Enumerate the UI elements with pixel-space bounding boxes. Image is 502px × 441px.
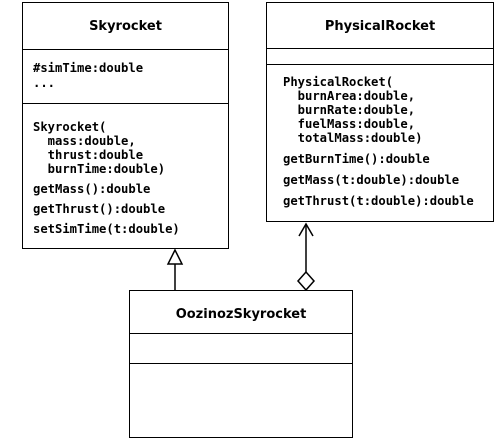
method-constructor-param-totalmass: totalMass:double) bbox=[283, 131, 423, 145]
method-getthrust: getThrust(t:double):double bbox=[283, 194, 474, 208]
method-getmass: getMass():double bbox=[33, 182, 151, 196]
method-getmass: getMass(t:double):double bbox=[283, 173, 460, 187]
method-getthrust: getThrust():double bbox=[33, 202, 166, 216]
class-physical-rocket-name: PhysicalRocket bbox=[324, 19, 436, 34]
method-constructor: PhysicalRocket( bbox=[283, 75, 394, 89]
method-constructor-param-burnarea: burnArea:double, bbox=[283, 89, 416, 103]
method-constructor-param-burnrate: burnRate:double, bbox=[283, 103, 416, 117]
hollow-triangle-icon bbox=[166, 248, 184, 265]
method-getburntime: getBurnTime():double bbox=[283, 152, 430, 166]
field-simtime: #simTime:double bbox=[33, 61, 144, 75]
class-physical-rocket-methods: PhysicalRocket( burnArea:double, burnRat… bbox=[267, 64, 493, 221]
field-ellipsis: ... bbox=[33, 76, 56, 90]
class-oozinoz-skyrocket: OozinozSkyrocket bbox=[129, 290, 353, 438]
method-constructor-param-fuelmass: fuelMass:double, bbox=[283, 117, 416, 131]
method-setsimtime: setSimTime(t:double) bbox=[33, 222, 180, 236]
class-skyrocket: Skyrocket #simTime:double ... Skyrocket(… bbox=[22, 2, 229, 249]
class-physical-rocket: PhysicalRocket PhysicalRocket( burnArea:… bbox=[266, 2, 494, 222]
method-constructor-param-thrust: thrust:double bbox=[33, 148, 144, 162]
class-physical-rocket-fields bbox=[267, 48, 493, 64]
class-skyrocket-methods: Skyrocket( mass:double, thrust:double bu… bbox=[23, 103, 228, 248]
method-constructor: Skyrocket( bbox=[33, 120, 107, 134]
class-oozinoz-skyrocket-methods bbox=[130, 363, 352, 437]
aggregation-arrow bbox=[296, 222, 316, 292]
class-skyrocket-fields: #simTime:double ... bbox=[23, 49, 228, 103]
open-arrowhead-icon bbox=[298, 222, 314, 237]
hollow-diamond-icon bbox=[296, 270, 316, 292]
generalization-arrow bbox=[166, 248, 184, 290]
method-constructor-param-mass: mass:double, bbox=[33, 134, 136, 148]
method-constructor-param-burntime: burnTime:double) bbox=[33, 162, 166, 176]
class-skyrocket-name: Skyrocket bbox=[89, 19, 162, 34]
class-oozinoz-skyrocket-fields bbox=[130, 333, 352, 363]
class-oozinoz-skyrocket-name: OozinozSkyrocket bbox=[175, 307, 307, 322]
